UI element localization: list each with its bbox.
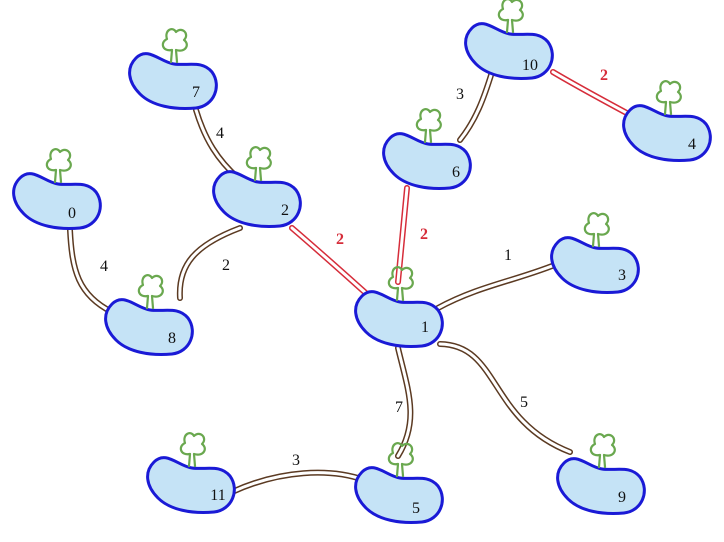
tree-icon <box>387 442 414 478</box>
bridge-gap <box>178 226 242 300</box>
bridge-8-2 <box>176 225 243 301</box>
bridge-weight-label: 3 <box>292 452 300 469</box>
bridge-weight-label: 4 <box>216 125 224 142</box>
bridge-11-5 <box>229 469 367 495</box>
island-icon <box>550 236 640 294</box>
bridge-0-8 <box>67 227 115 315</box>
island-icon <box>128 52 218 110</box>
bridge-gap <box>438 342 572 454</box>
island-label: 7 <box>192 84 200 101</box>
bridge-gap <box>396 186 409 284</box>
island-label: 0 <box>68 205 76 222</box>
tree-icon <box>589 433 616 469</box>
bridge-1-9 <box>437 341 573 455</box>
island-5: 5 <box>354 442 444 524</box>
island-3: 3 <box>550 212 640 294</box>
island-icon <box>12 172 102 230</box>
bridges-layer <box>67 69 639 495</box>
island-icon <box>354 466 444 524</box>
bridge-weight-label: 2 <box>222 257 230 274</box>
tree-icon <box>245 146 272 182</box>
island-6: 6 <box>382 108 472 190</box>
tree-icon <box>415 108 442 144</box>
island-icon <box>354 290 444 348</box>
island-label: 2 <box>281 202 289 219</box>
tree-icon <box>583 212 610 248</box>
bridge-weight-label: 5 <box>520 394 528 411</box>
island-7: 7 <box>128 28 218 110</box>
island-11: 11 <box>146 432 236 514</box>
bridge-7-2 <box>193 107 241 181</box>
bridge-2-1 <box>289 225 371 298</box>
island-label: 10 <box>522 57 538 74</box>
bridge-gap <box>551 70 638 120</box>
island-icon <box>104 298 194 356</box>
bridge-6-1 <box>395 185 410 285</box>
island-label: 1 <box>421 319 429 336</box>
island-label: 5 <box>412 500 420 517</box>
island-2: 2 <box>212 146 302 228</box>
tree-icon <box>655 80 682 116</box>
island-label: 4 <box>688 136 696 153</box>
island-label: 11 <box>210 487 225 504</box>
island-4: 4 <box>622 80 712 162</box>
island-label: 3 <box>618 267 626 284</box>
bridge-weight-label: 3 <box>456 86 464 103</box>
island-10: 10 <box>464 0 554 80</box>
bridge-weight-label: 4 <box>100 258 108 275</box>
island-label: 6 <box>452 164 460 181</box>
labels-layer: 4 4 2 2 2 3 2 1 7 5 3 <box>100 67 608 469</box>
bridge-weight-label: 2 <box>420 226 428 243</box>
bridge-gap <box>458 70 494 142</box>
island-icon <box>556 457 646 515</box>
bridge-1-3 <box>435 259 565 311</box>
tree-icon <box>137 274 164 310</box>
island-label: 9 <box>618 489 626 506</box>
tree-icon <box>179 432 206 468</box>
bridge-10-4 <box>550 69 639 121</box>
island-1: 1 <box>354 266 444 348</box>
bridge-gap <box>436 260 564 310</box>
bridge-gap <box>290 226 370 297</box>
island-8: 8 <box>104 274 194 356</box>
tree-icon <box>45 148 72 184</box>
islands-layer: 0 1 2 3 4 5 6 7 8 9 10 11 <box>12 0 712 524</box>
island-label: 8 <box>168 330 176 347</box>
island-icon <box>212 170 302 228</box>
island-icon <box>382 132 472 190</box>
bridge-weight-label: 2 <box>336 231 344 248</box>
bridge-weight-label: 1 <box>504 247 512 264</box>
bridge-6-10 <box>457 69 495 143</box>
bridge-weight-label: 7 <box>395 399 403 416</box>
tree-icon <box>497 0 524 34</box>
bridge-gap <box>68 228 114 314</box>
island-0: 0 <box>12 148 102 230</box>
bridge-gap <box>230 471 366 494</box>
island-icon <box>464 22 554 80</box>
tree-icon <box>161 28 188 64</box>
bridge-weight-label: 2 <box>600 67 608 84</box>
bridge-rails <box>193 107 241 181</box>
island-icon <box>622 104 712 162</box>
tree-icon <box>387 266 414 302</box>
island-icon <box>146 456 236 514</box>
island-9: 9 <box>556 433 646 515</box>
